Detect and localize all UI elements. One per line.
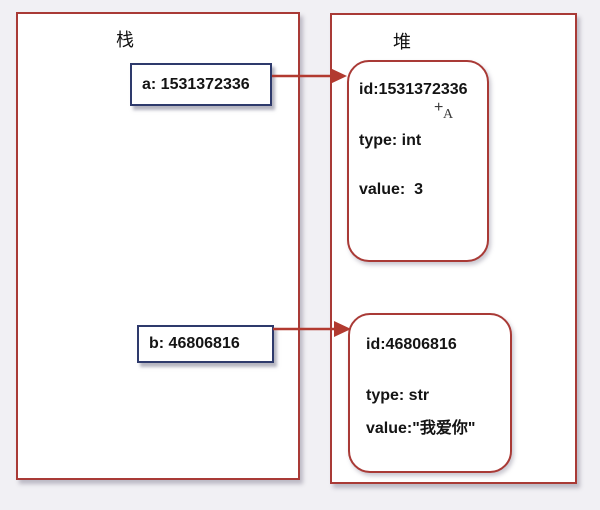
stack-label: 栈 [116,30,134,50]
heap-object-str-type: type: str [366,387,430,404]
cursor-letter-glyph: A [443,107,454,122]
stack-var-b-box: b: 46806816 [137,325,274,363]
text-insert-cursor-icon: + A [434,99,460,127]
heap-label: 堆 [393,32,411,52]
heap-object-int-box: id:1531372336 type: int value: 3 [347,60,489,262]
stack-var-b-label: b: 46806816 [149,335,240,352]
stack-var-a-label: a: 1531372336 [142,75,250,93]
cursor-plus-glyph: + [434,99,444,116]
heap-object-int-id: id:1531372336 [359,81,468,98]
heap-object-str-id: id:46806816 [366,336,457,353]
stack-var-a-box: a: 1531372336 [130,63,272,106]
heap-object-str-box: id:46806816 type: str value:"我爱你" [348,313,512,473]
heap-object-int-type: type: int [359,132,422,149]
heap-object-int-value: value: 3 [359,181,424,198]
heap-object-str-value: value:"我爱你" [366,420,476,437]
